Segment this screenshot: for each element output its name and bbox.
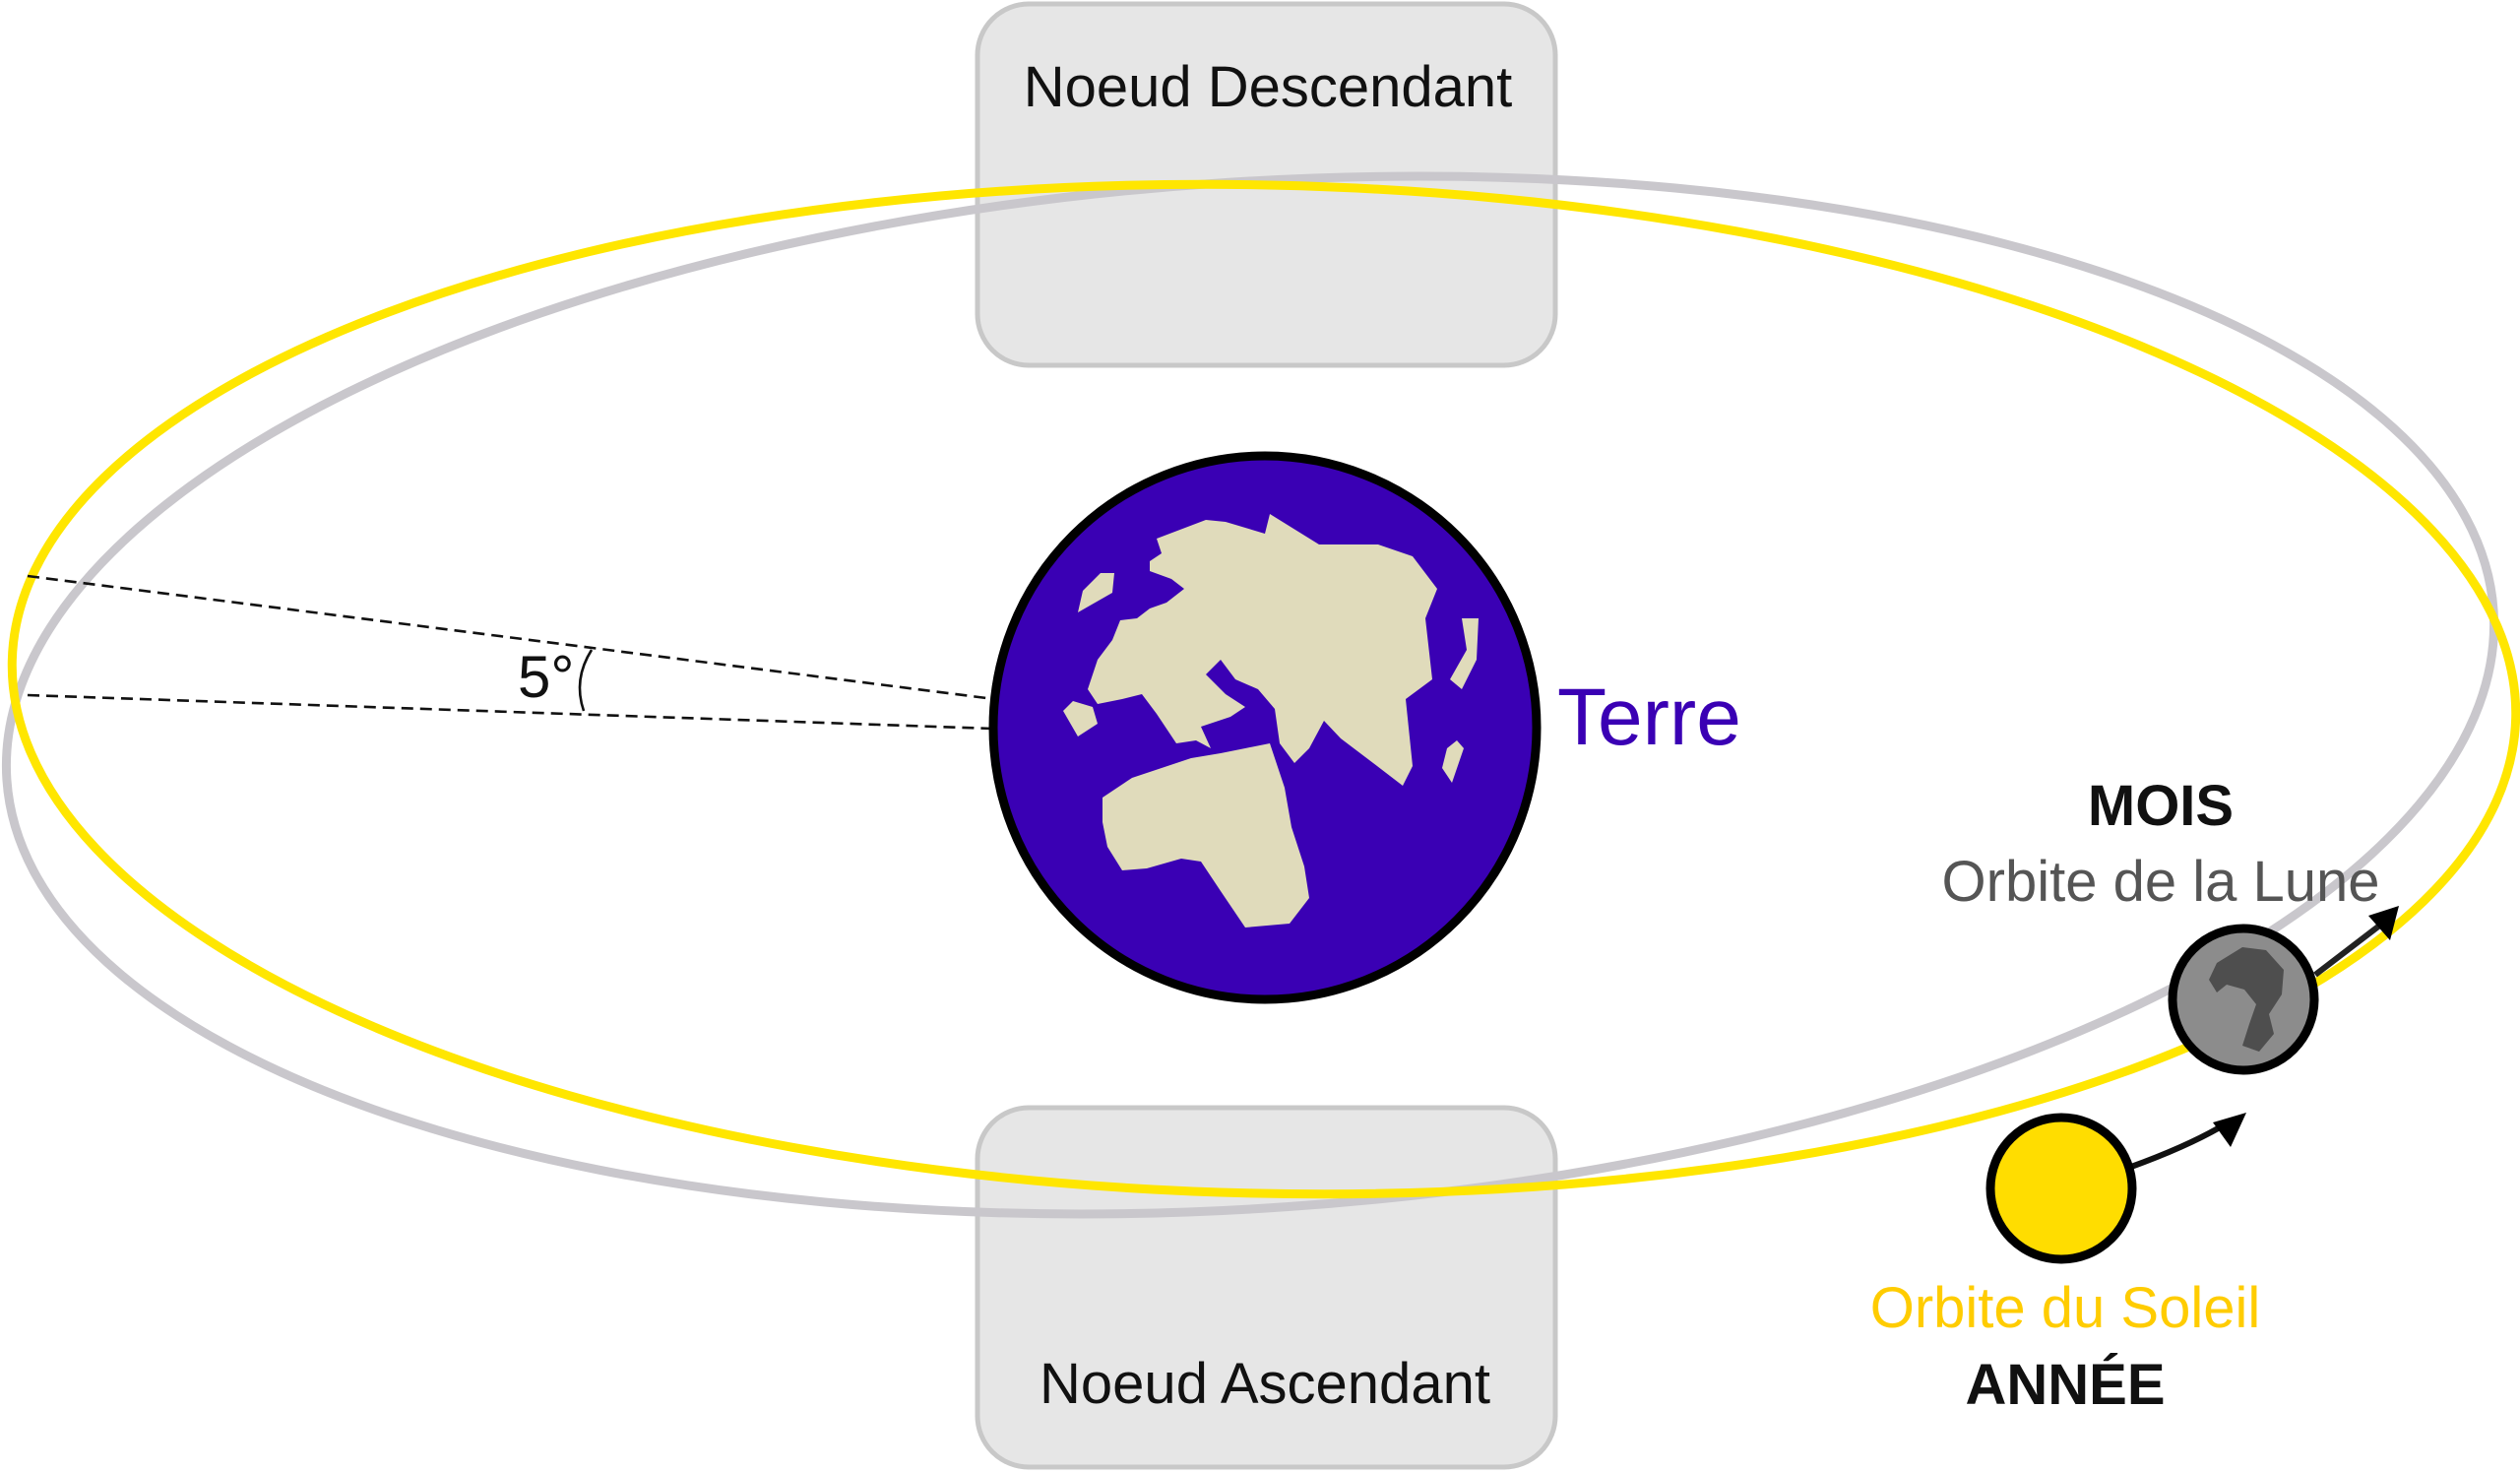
sun-orbit [7,179,2520,1199]
moon-icon [2168,924,2319,1075]
descending-node-label: Noeud Descendant [1024,55,1513,119]
sun-icon [1985,1113,2137,1264]
moon-motion-arrowhead-icon [2368,906,2399,940]
moon-period-label: MOIS [2088,774,2234,838]
earth-continents [1063,514,1479,928]
moon-motion-arrow-shaft [2313,921,2384,978]
sun-motion-arrow-shaft [2129,1124,2222,1170]
angle-label: 5° [518,644,574,710]
earth-icon [988,451,1542,1004]
moon-plane-line [27,574,995,701]
ecliptic-plane-line [27,693,993,731]
earth-label: Terre [1557,672,1741,762]
sun-orbit-label: Orbite du Soleil [1870,1276,2261,1340]
ascending-node-label: Noeud Ascendant [1040,1352,1490,1416]
sun-motion-arrowhead-icon [2213,1113,2246,1147]
angle-arc [578,649,594,712]
moon-crater [2209,947,2284,1052]
moon-orbit-label: Orbite de la Lune [1942,850,2380,914]
sun-period-label: ANNÉE [1965,1353,2165,1417]
